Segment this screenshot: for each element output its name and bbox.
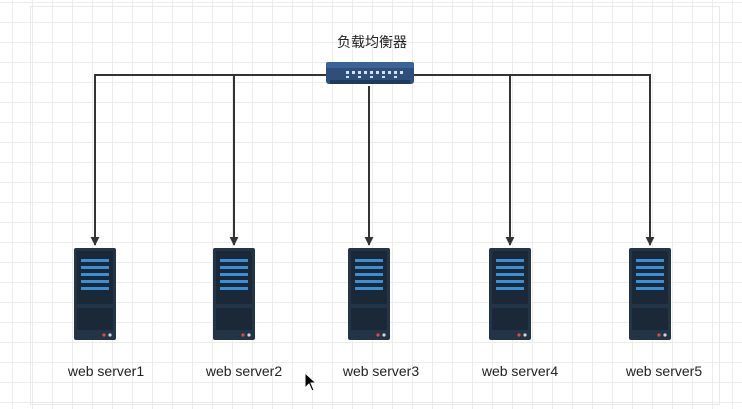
network-switch-icon[interactable] <box>326 62 414 84</box>
server-label-3: web server3 <box>342 363 420 379</box>
mouse-cursor-icon <box>304 372 318 392</box>
server-label-4: web server4 <box>481 363 559 379</box>
server-label-5: web server5 <box>625 363 703 379</box>
connectors <box>90 74 655 246</box>
connector-lb-to-server1[interactable] <box>90 74 330 246</box>
server-rack-icon[interactable] <box>213 248 255 340</box>
server-rack-icon[interactable] <box>489 248 531 340</box>
server-rack-icon[interactable] <box>348 248 390 340</box>
connector-lb-to-server5[interactable] <box>412 74 655 246</box>
load-balancer-label: 负载均衡器 <box>337 35 407 51</box>
connector-lb-to-server2[interactable] <box>229 74 330 246</box>
server-label-1: web server1 <box>67 363 145 379</box>
server-rack-icon[interactable] <box>629 248 671 340</box>
server-rack-icon[interactable] <box>74 248 116 340</box>
server-label-2: web server2 <box>205 363 283 379</box>
connector-lb-to-server4[interactable] <box>412 74 515 246</box>
